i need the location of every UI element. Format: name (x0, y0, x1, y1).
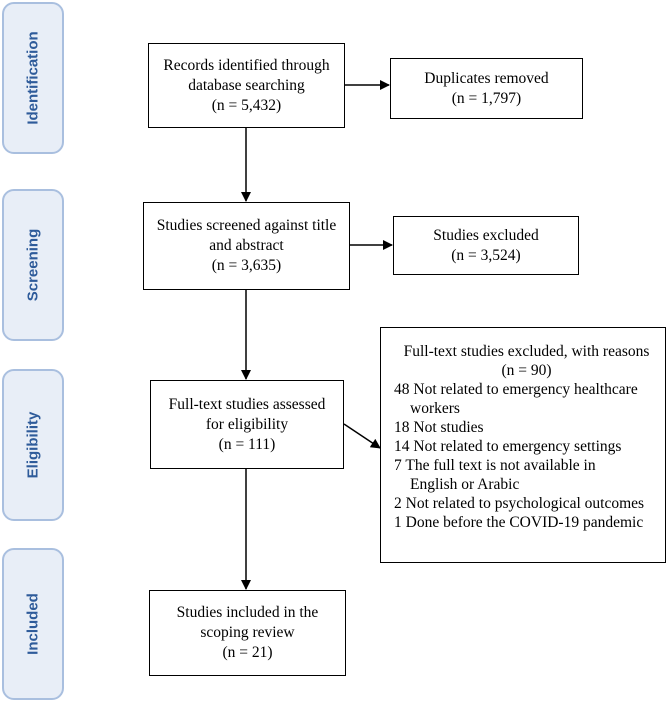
fulltext-excluded-count: (n = 90) (501, 362, 552, 379)
fulltext-assessed-line2: for eligibility (205, 415, 289, 433)
arrow-assessed-to-fulltext-excluded (343, 423, 381, 449)
phase-label: Screening (24, 228, 42, 302)
phase-label: Eligibility (24, 411, 42, 479)
duplicates-removed-box: Duplicates removed (n = 1,797) (390, 58, 583, 119)
reason-item-continuation: English or Arabic (410, 476, 520, 493)
phase-label: Included (24, 593, 42, 655)
duplicates-removed-line1: Duplicates removed (424, 69, 549, 87)
fulltext-assessed-line1: Full-text studies assessed (168, 395, 326, 413)
studies-screened-line2: and abstract (209, 237, 284, 254)
studies-excluded-line1: Studies excluded (433, 226, 539, 244)
studies-excluded-box: Studies excluded (n = 3,524) (393, 216, 579, 275)
studies-screened-box: Studies screened against title and abstr… (143, 202, 350, 290)
phase-identification: Identification (2, 2, 64, 154)
studies-screened-line1: Studies screened against title (156, 217, 337, 234)
reason-item-continuation: workers (410, 400, 460, 417)
phase-label: Identification (24, 31, 42, 125)
reason-item: 14 Not related to emergency settings (394, 438, 622, 455)
fulltext-assessed-box: Full-text studies assessed for eligibili… (150, 380, 344, 469)
phase-screening: Screening (2, 189, 64, 341)
records-identified-box: Records identified through database sear… (148, 43, 345, 128)
studies-excluded-count: (n = 3,524) (451, 246, 521, 264)
reason-item: 18 Not studies (394, 419, 484, 436)
studies-included-line2: scoping review (200, 624, 295, 641)
duplicates-removed-count: (n = 1,797) (451, 89, 522, 107)
studies-included-count: (n = 21) (222, 644, 273, 661)
records-identified-line1: Records identified through (163, 56, 330, 74)
fulltext-excluded-box: Full-text studies excluded, with reasons… (380, 327, 666, 563)
studies-screened-count: (n = 3,635) (211, 257, 282, 274)
reason-item: 1 Done before the COVID-19 pandemic (394, 514, 644, 531)
phase-included: Included (2, 548, 64, 700)
phase-eligibility: Eligibility (2, 369, 64, 521)
fulltext-assessed-count: (n = 111) (218, 435, 276, 453)
records-identified-count: (n = 5,432) (211, 96, 282, 114)
reason-item: 48 Not related to emergency healthcare (394, 381, 638, 398)
reason-item: 7 The full text is not available in (394, 457, 596, 474)
fulltext-excluded-header: Full-text studies excluded, with reasons (403, 343, 650, 360)
studies-included-line1: Studies included in the (176, 604, 319, 621)
records-identified-line2: database searching (188, 76, 305, 94)
reason-item: 2 Not related to psychological outcomes (394, 495, 645, 512)
studies-included-box: Studies included in the scoping review (… (149, 590, 346, 676)
